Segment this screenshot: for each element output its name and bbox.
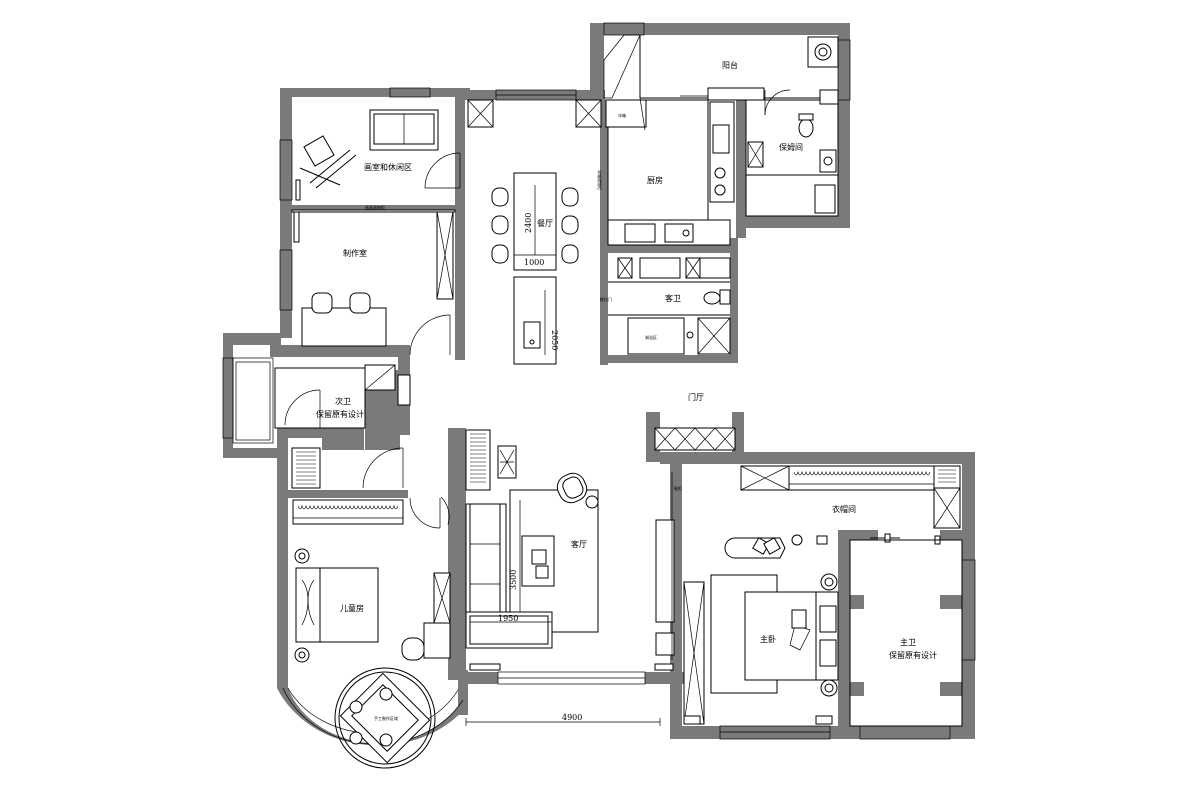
room-labels: 阳台 画室和休闲区 餐厅 厨房 保姆间 制作室 客卫 次卫 保留原有设计 门厅 … [316, 60, 937, 721]
dimension-labels: 2400 1000 2050 3500 1950 4900 [498, 213, 582, 722]
room-label-kids-room: 儿童房 [340, 603, 364, 613]
dining-area [467, 99, 579, 365]
living-room-area [440, 429, 675, 671]
dim-counter-length: 2050 [550, 330, 559, 350]
kitchen-cabinet-label: 冰箱储物柜 [597, 170, 603, 190]
dim-sofa-width: 1950 [498, 614, 518, 623]
room-label-balcony: 阳台 [722, 60, 738, 70]
room-label-nanny-room: 保姆间 [779, 142, 803, 152]
cloakroom-area [724, 465, 961, 559]
studio-area [295, 109, 461, 201]
second-bath-area [274, 364, 441, 529]
washing-area-label: 淋浴区 [645, 334, 657, 340]
room-label-cloakroom: 衣帽间 [832, 504, 856, 514]
workshop-area [291, 209, 456, 356]
room-label-guest-bath: 客卫 [665, 293, 681, 303]
small-labels: 画具收纳柜 冰箱储物柜 冰箱 推拉门 淋浴区 鞋柜 [365, 112, 682, 491]
room-label-master-bath: 主卫 [900, 637, 916, 647]
master-bath-area [849, 539, 963, 727]
windows [222, 22, 976, 740]
dimension-lines [465, 185, 661, 726]
room-label-second-bath-note: 保留原有设计 [316, 409, 364, 419]
room-label-living-room: 客厅 [571, 539, 587, 549]
balcony-area [603, 34, 839, 116]
room-label-studio-lounge: 画室和休闲区 [364, 162, 412, 172]
dining-chairs [491, 187, 579, 264]
room-label-kitchen: 厨房 [647, 175, 663, 185]
foyer-area [654, 427, 736, 451]
room-label-dining: 餐厅 [537, 219, 553, 228]
room-label-craft-area: 手工制作区域 [374, 715, 398, 721]
room-label-foyer: 门厅 [688, 392, 704, 402]
dim-island-width: 1000 [524, 258, 544, 267]
room-label-master-bath-note: 保留原有设计 [889, 650, 937, 660]
room-label-second-bath: 次卫 [335, 396, 351, 406]
nanny-room [745, 89, 839, 217]
kitchen-area [575, 97, 735, 246]
foyer-cabinet-label: 鞋柜 [674, 485, 682, 491]
room-label-workshop: 制作室 [343, 248, 367, 258]
dim-sofa-depth: 3500 [509, 570, 518, 590]
dim-island-length: 2400 [524, 213, 533, 233]
studio-cabinet-label: 画具收纳柜 [365, 204, 385, 210]
guest-bath-area [608, 257, 731, 355]
guest-bath-door-label: 推拉门 [600, 296, 612, 302]
kids-room-area [291, 447, 451, 769]
master-bedroom-area [683, 573, 839, 725]
dim-living-span: 4900 [562, 713, 582, 722]
room-label-master-bedroom: 主卧 [760, 634, 776, 644]
kitchen-fridge-label: 冰箱 [618, 112, 626, 118]
